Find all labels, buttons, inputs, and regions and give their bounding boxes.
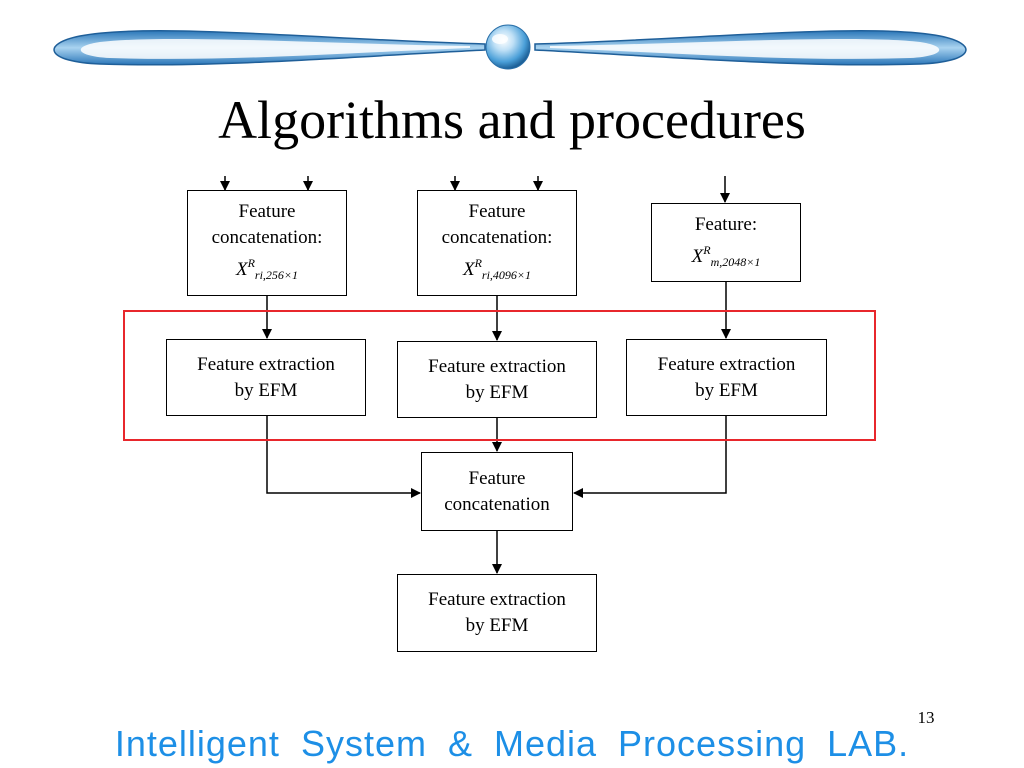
- efm-final-box: Feature extraction by EFM: [397, 574, 597, 652]
- math-symbol: XRri,4096×1: [462, 256, 532, 282]
- efm-box-1: Feature extraction by EFM: [166, 339, 366, 416]
- feature-concatenation-box-1: Feature concatenation: XRri,256×1: [187, 190, 347, 296]
- feature-concatenation-final-box: Feature concatenation: [421, 452, 573, 531]
- box-label: by EFM: [695, 379, 758, 401]
- box-label: Feature extraction: [428, 355, 566, 377]
- box-label: concatenation:: [211, 227, 323, 248]
- right-swoosh: [534, 30, 967, 66]
- footer-lab-name: Intelligent System & Media Processing LA…: [114, 723, 910, 764]
- efm-box-2: Feature extraction by EFM: [397, 341, 597, 418]
- feature-box-3: Feature: XRm,2048×1: [651, 203, 801, 282]
- box-label: Feature: [468, 201, 526, 222]
- box-label: by EFM: [465, 381, 529, 403]
- box-label: Feature extraction: [197, 353, 335, 375]
- box-label: concatenation:: [441, 227, 553, 248]
- box-label: by EFM: [465, 615, 529, 636]
- efm-box-3: Feature extraction by EFM: [626, 339, 827, 416]
- arrow-efm1-to-concat: [266, 416, 421, 498]
- box-label: Feature extraction: [428, 589, 566, 610]
- math-symbol: XRri,256×1: [235, 256, 299, 282]
- efm-highlight-frame: [123, 310, 876, 441]
- box-label: by EFM: [234, 379, 298, 401]
- feature-concatenation-box-2: Feature concatenation: XRri,4096×1: [417, 190, 577, 296]
- arrow-efm3-to-concat: [573, 416, 727, 498]
- math-symbol: XRm,2048×1: [691, 242, 761, 269]
- box-label: Feature: [468, 467, 526, 489]
- box-label: concatenation: [444, 493, 550, 515]
- box-label: Feature extraction: [657, 353, 796, 375]
- page-number: 13: [917, 708, 935, 727]
- left-swoosh: [53, 30, 486, 66]
- box-label: Feature: [238, 201, 296, 222]
- header-ornament: [53, 24, 967, 70]
- box-label: Feature:: [694, 213, 758, 235]
- slide-title: Algorithms and procedures: [218, 90, 806, 150]
